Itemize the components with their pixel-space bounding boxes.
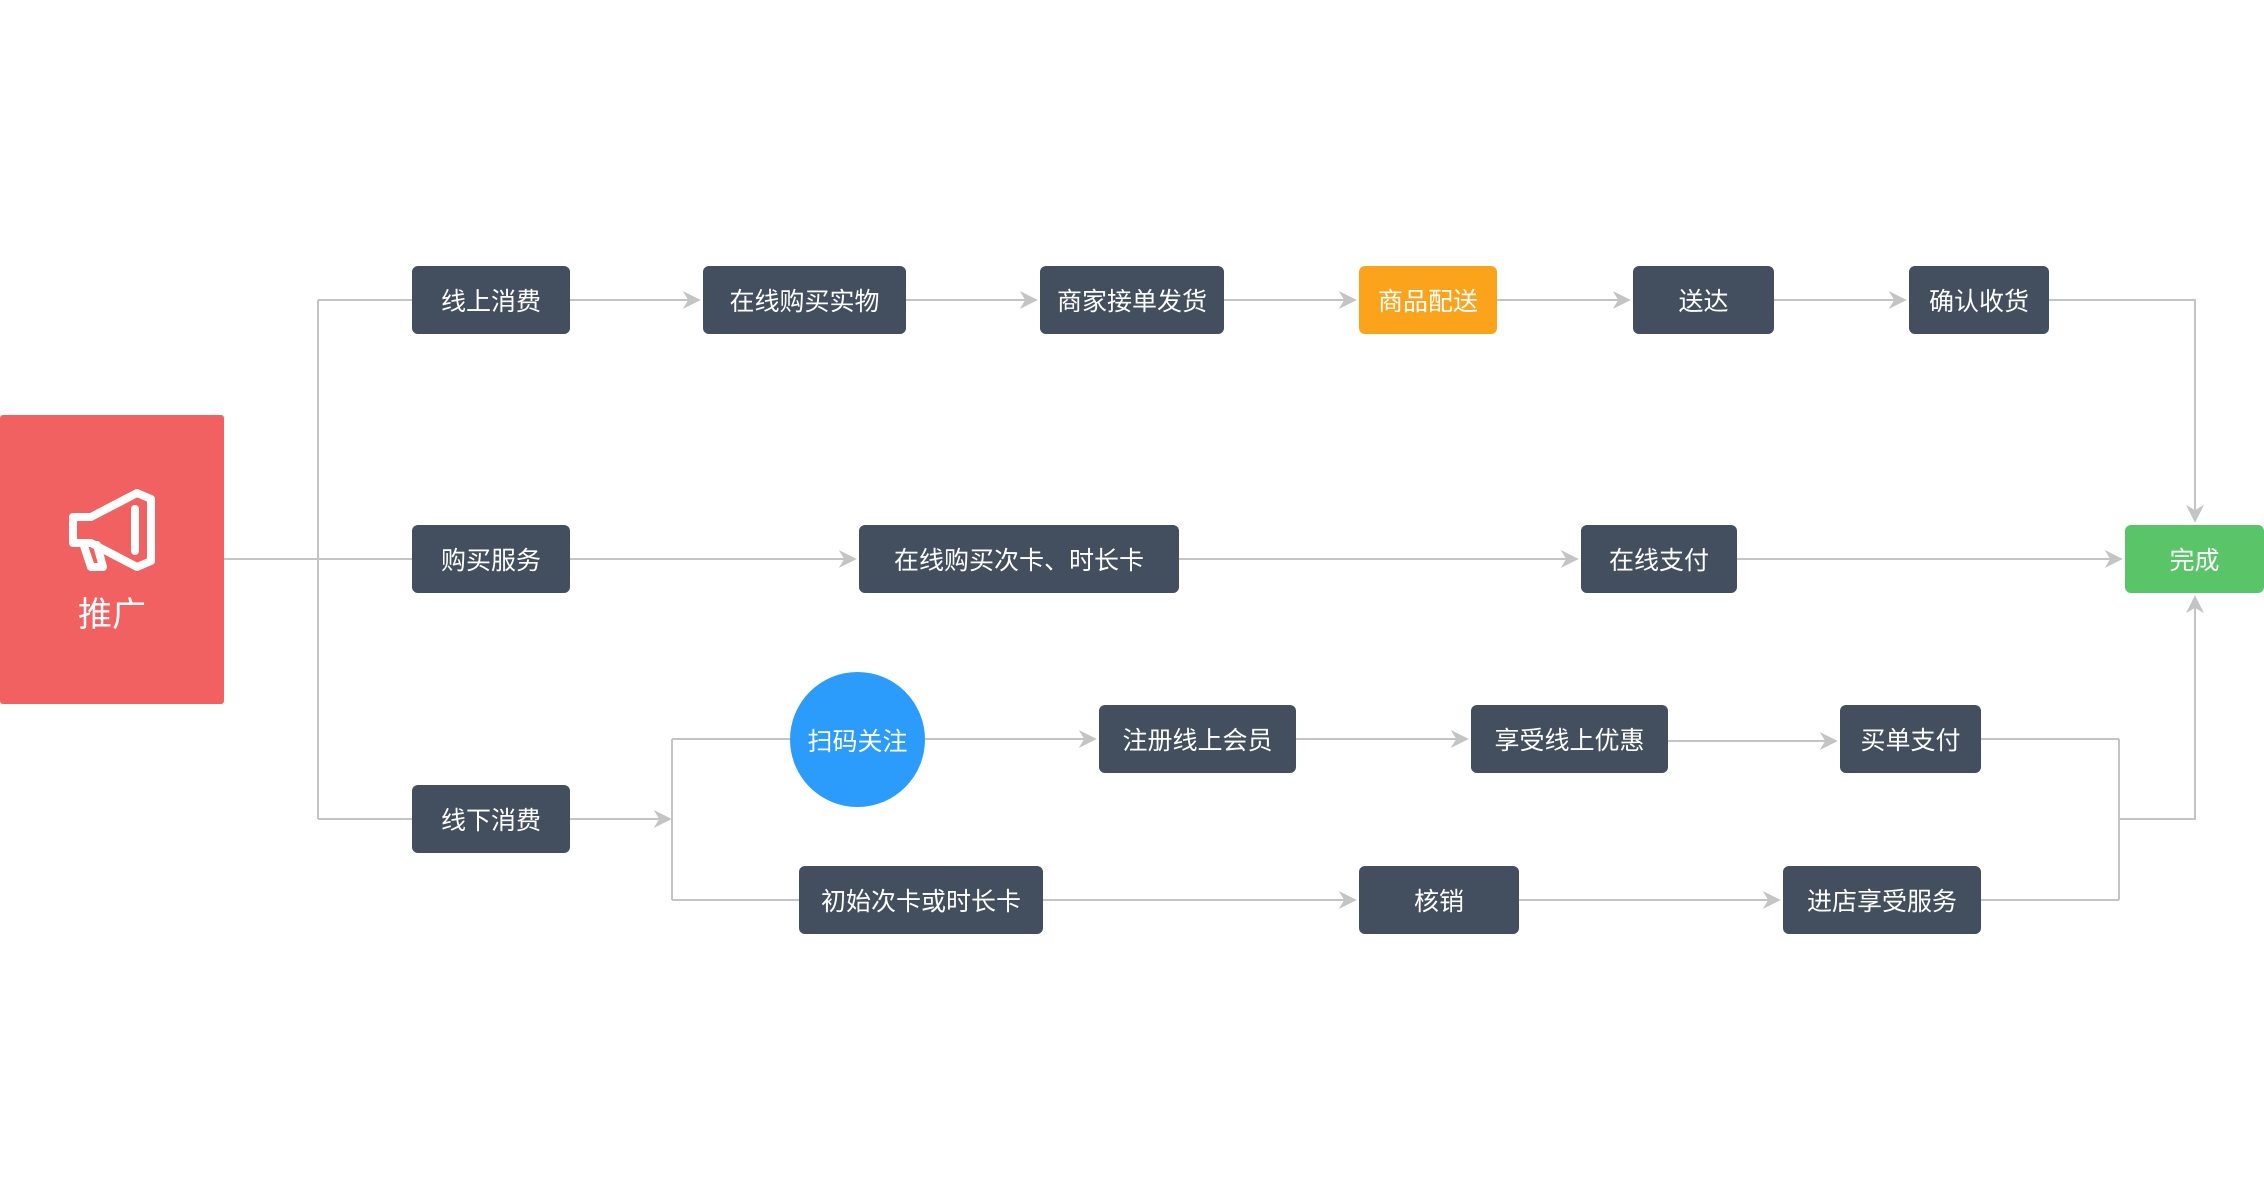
megaphone-icon [69,489,155,571]
branch-offline-consumption: 线下消费 [412,785,570,853]
step-verify: 核销 [1359,866,1519,934]
step-confirm-receipt: 确认收货 [1909,266,2049,334]
step-delivery: 商品配送 [1359,266,1497,334]
step-register-member: 注册线上会员 [1099,705,1296,773]
step-in-store-service: 进店享受服务 [1783,866,1981,934]
connector [2119,595,2204,820]
step-initial-card: 初始次卡或时长卡 [799,866,1043,934]
connector [2049,299,2204,523]
step-buy-physical-goods: 在线购买实物 [703,266,906,334]
step-pay-bill: 买单支付 [1840,705,1981,773]
start-label: 推广 [78,595,146,635]
branch-online-consumption: 线上消费 [412,266,570,334]
step-online-payment: 在线支付 [1581,525,1737,593]
step-delivered: 送达 [1633,266,1774,334]
step-buy-card-online: 在线购买次卡、时长卡 [859,525,1179,593]
step-merchant-ships: 商家接单发货 [1040,266,1224,334]
branch-buy-service: 购买服务 [412,525,570,593]
step-scan-follow: 扫码关注 [790,672,925,807]
promotion-start-block: 推广 [0,415,224,704]
step-enjoy-discount: 享受线上优惠 [1471,705,1668,773]
end-complete: 完成 [2125,525,2264,593]
